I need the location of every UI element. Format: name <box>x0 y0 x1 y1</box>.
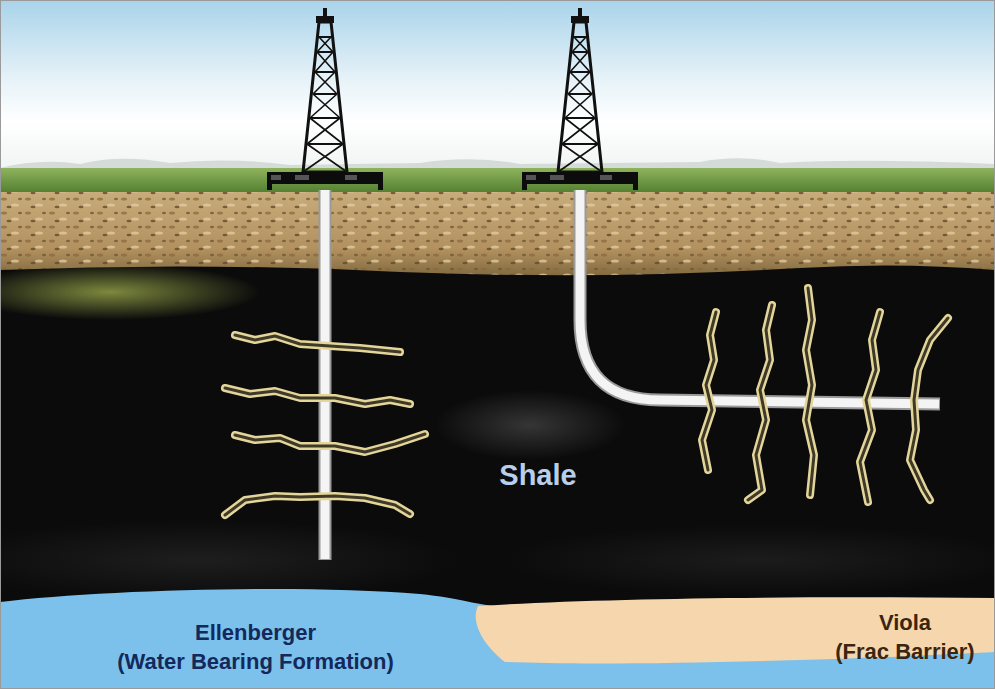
formation-note: (Frac Barrier) <box>831 637 979 666</box>
left-derrick <box>267 8 383 190</box>
shale-layer <box>0 265 995 689</box>
shale-shade <box>500 525 995 595</box>
grass <box>0 168 995 194</box>
horizontal-pipe-edge <box>580 190 940 404</box>
transition-glow <box>0 264 260 320</box>
ellenberger-label-band: Ellenberger(Water Bearing Formation) <box>113 616 398 678</box>
horizontal-fractures <box>225 335 425 515</box>
formation-name: Shale <box>495 458 581 492</box>
formation-name: Ellenberger <box>113 618 398 647</box>
vertical-pipe-edge <box>319 190 332 560</box>
formation-note: (Water Bearing Formation) <box>113 647 398 676</box>
horizontal-pipe <box>580 190 939 404</box>
right-derrick <box>522 8 638 190</box>
shale-label-band: Shale <box>495 456 581 494</box>
viola-label-band: Viola(Frac Barrier) <box>831 606 979 668</box>
shale-smudge <box>435 390 625 460</box>
formation-name: Viola <box>831 608 979 637</box>
sky <box>0 0 995 175</box>
shale-shade <box>0 520 460 600</box>
vertical-pipe <box>321 190 330 559</box>
ellenberger-band <box>0 589 995 689</box>
vertical-fractures <box>702 288 948 502</box>
